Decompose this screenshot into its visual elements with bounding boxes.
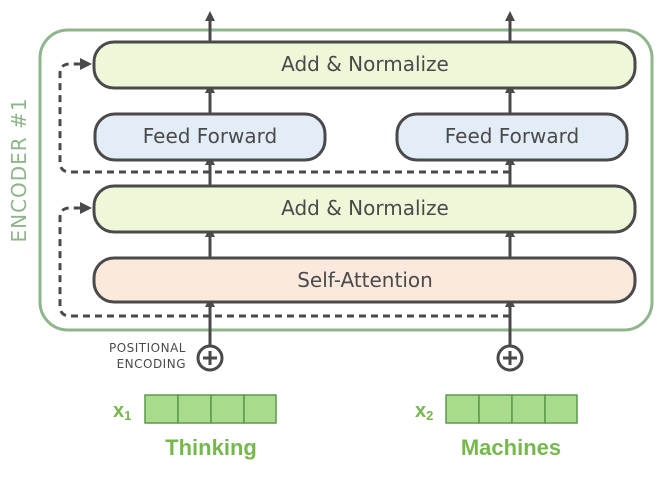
encoder-label: ENCODER #1 — [7, 97, 31, 242]
feed-forward-left-block: Feed Forward — [93, 112, 327, 162]
input-2-word: Machines — [461, 435, 561, 460]
feed-forward-right-label: Feed Forward — [445, 124, 580, 148]
residual-upper-arrowhead — [80, 58, 92, 70]
input-1-var: x1 — [113, 400, 131, 423]
plus-icon-left — [196, 344, 224, 372]
add-normalize-top-label: Add & Normalize — [281, 52, 449, 76]
residual-lower-arrowhead — [80, 202, 92, 214]
plus-icon-right — [496, 344, 524, 372]
self-attention-label: Self-Attention — [297, 268, 433, 292]
feed-forward-left-label: Feed Forward — [143, 124, 278, 148]
input-2-vector — [445, 394, 578, 424]
feed-forward-right-block: Feed Forward — [395, 112, 629, 162]
encoder-frame — [38, 28, 654, 332]
input-1-word: Thinking — [165, 435, 257, 460]
input-1-vector — [144, 394, 277, 424]
residual-connections — [58, 62, 510, 318]
add-normalize-mid-block: Add & Normalize — [92, 184, 637, 234]
input-2-var: x2 — [415, 400, 433, 423]
flow-arrows — [205, 11, 515, 346]
residual-lower — [58, 206, 510, 318]
positional-encoding-line2: ENCODING — [117, 357, 186, 371]
add-normalize-top-block: Add & Normalize — [92, 40, 637, 90]
self-attention-block: Self-Attention — [92, 256, 637, 304]
positional-encoding-line1: POSITIONAL — [109, 341, 186, 355]
residual-upper — [58, 62, 510, 174]
add-normalize-mid-label: Add & Normalize — [281, 196, 449, 220]
